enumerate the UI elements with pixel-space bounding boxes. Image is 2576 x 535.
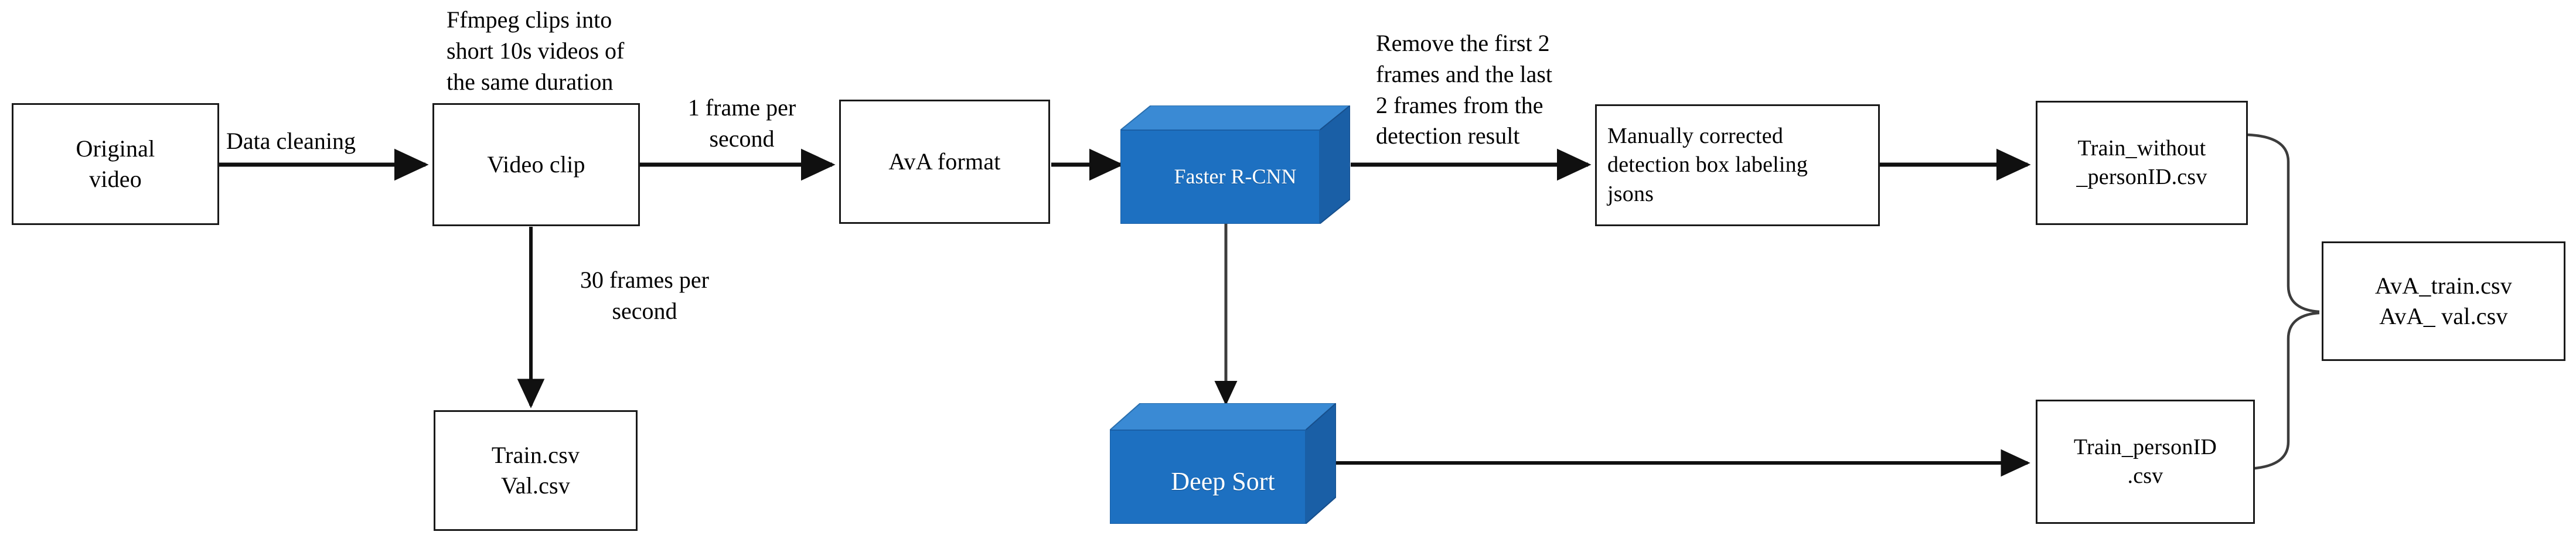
node-ava-train-val-label: AvA_train.csv AvA_ val.csv (2374, 272, 2513, 329)
edge-label-thirty-frames-per-second: 30 frames per second (580, 267, 709, 324)
node-train-personid[interactable]: Train_personID .csv (2036, 400, 2255, 524)
node-manually-corrected-label: Manually corrected detection box labelin… (1607, 123, 1808, 206)
node-ava-format-label: AvA format (888, 148, 1001, 175)
node-original-video[interactable]: Original video (12, 103, 219, 225)
edge-label-one-frame-per-second: 1 frame per second (687, 94, 796, 152)
brace-connector (2247, 133, 2320, 471)
node-original-video-label: Original video (76, 135, 155, 192)
node-ava-train-val[interactable]: AvA_train.csv AvA_ val.csv (2322, 241, 2565, 361)
node-faster-rcnn[interactable]: Faster R-CNN (1119, 104, 1352, 226)
edge-label-remove-frames: Remove the first 2 frames and the last 2… (1376, 30, 1552, 149)
faster-rcnn-cube-shape (1119, 104, 1352, 226)
node-train-val-csv-label: Train.csv Val.csv (491, 442, 580, 499)
node-video-clip[interactable]: Video clip (432, 103, 640, 226)
node-train-val-csv[interactable]: Train.csv Val.csv (434, 410, 638, 531)
node-train-without-personid-label: Train_without _personID.csv (2076, 135, 2207, 189)
node-train-personid-label: Train_personID .csv (2073, 434, 2217, 488)
node-ava-format[interactable]: AvA format (839, 100, 1050, 224)
node-manually-corrected[interactable]: Manually corrected detection box labelin… (1595, 104, 1880, 226)
node-train-without-personid[interactable]: Train_without _personID.csv (2036, 101, 2248, 225)
annotation-ffmpeg-note: Ffmpeg clips into short 10s videos of th… (447, 6, 625, 95)
node-video-clip-label: Video clip (487, 151, 585, 178)
deep-sort-cube-shape (1108, 401, 1338, 526)
node-deep-sort[interactable]: Deep Sort (1108, 401, 1338, 526)
edge-label-data-cleaning: Data cleaning (226, 128, 356, 154)
